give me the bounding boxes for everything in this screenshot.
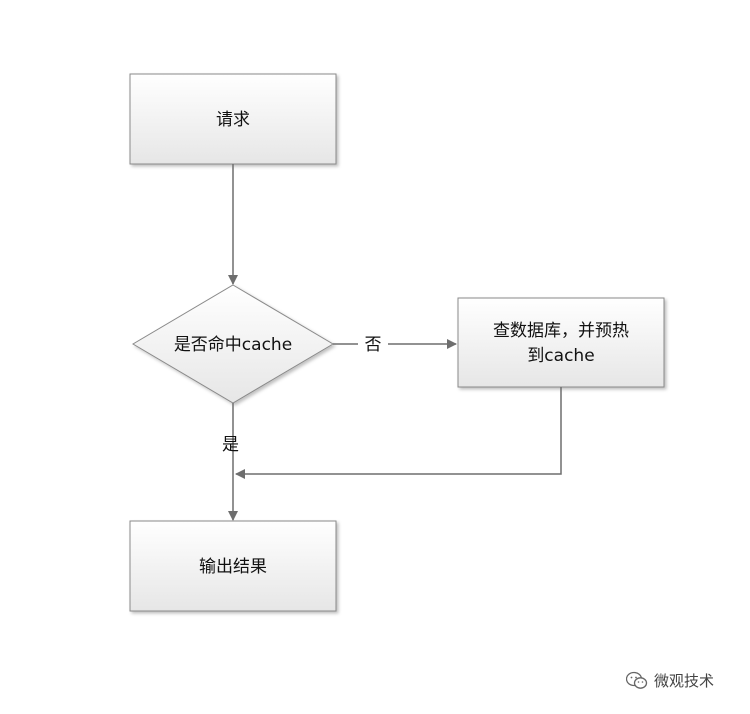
- request-box: [129, 73, 337, 165]
- edge-db-return: [235, 387, 562, 479]
- watermark: 微观技术: [626, 670, 714, 691]
- watermark-text: 微观技术: [654, 672, 715, 690]
- cache-hit-label: 是否命中cache: [174, 335, 292, 355]
- query-db-label-line1: 查数据库，并预热: [493, 321, 629, 341]
- wechat-icon: [626, 671, 648, 689]
- edge-no-label: 否: [365, 335, 382, 355]
- output-label: 输出结果: [199, 557, 267, 577]
- output-box: [129, 520, 337, 612]
- edge-yes-label: 是: [222, 435, 239, 455]
- query-db-label-line2: 到cache: [527, 346, 594, 366]
- query-db-box: [457, 297, 665, 388]
- request-label: 请求: [216, 110, 250, 130]
